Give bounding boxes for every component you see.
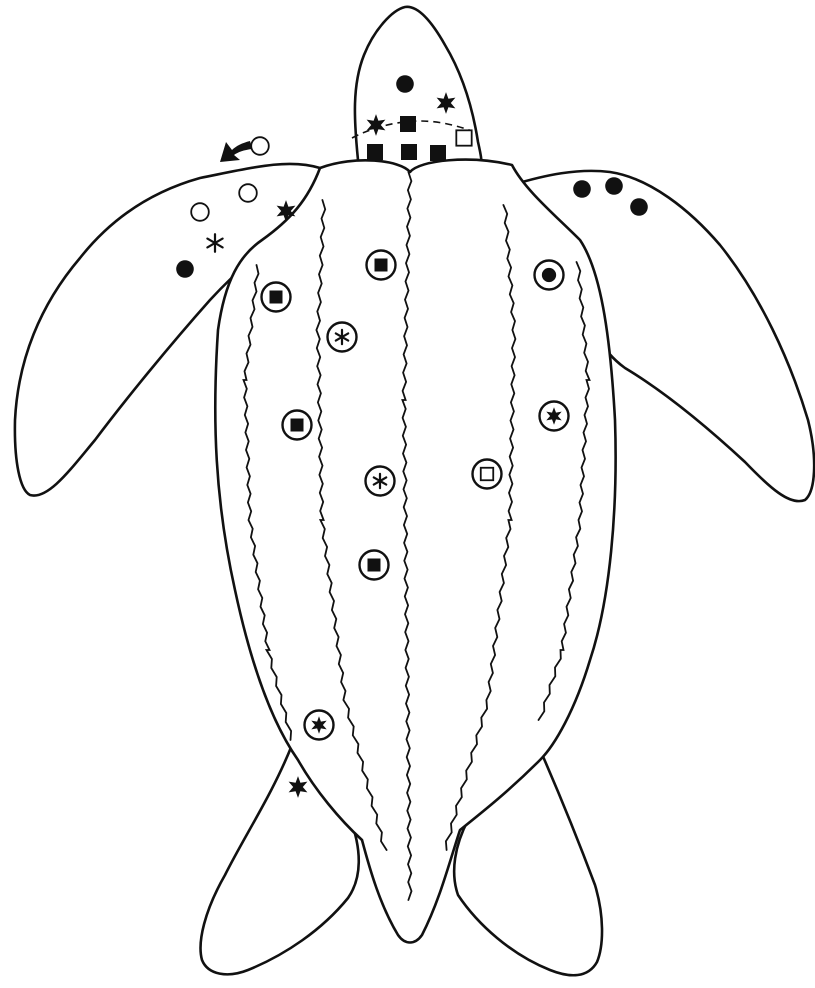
- marker-ringed-filled-square: [283, 411, 312, 440]
- marker-filled-circle: [396, 75, 414, 93]
- marker-filled-circle: [573, 180, 591, 198]
- marker-ringed-asterisk: [366, 467, 395, 496]
- marker-ringed-filled-star: [305, 711, 334, 740]
- marker-open-circle: [191, 203, 209, 221]
- marker-filled-square: [401, 144, 417, 160]
- marker-ringed-filled-square: [367, 251, 396, 280]
- marker-filled-square: [430, 145, 446, 161]
- marker-curved-arrow: [220, 141, 252, 162]
- marker-open-circle: [239, 184, 257, 202]
- marker-filled-square: [367, 144, 383, 160]
- marker-filled-square: [400, 116, 416, 132]
- marker-ringed-filled-square: [262, 283, 291, 312]
- marker-filled-circle: [630, 198, 648, 216]
- marker-ringed-filled-circle: [535, 261, 564, 290]
- marker-ringed-filled-star: [540, 402, 569, 431]
- marker-open-square: [456, 130, 471, 145]
- marker-ringed-asterisk: [328, 323, 357, 352]
- marker-filled-circle: [605, 177, 623, 195]
- marker-open-circle: [251, 137, 269, 155]
- marker-ringed-open-square: [473, 460, 502, 489]
- marker-ringed-filled-square: [360, 551, 389, 580]
- marker-filled-circle: [176, 260, 194, 278]
